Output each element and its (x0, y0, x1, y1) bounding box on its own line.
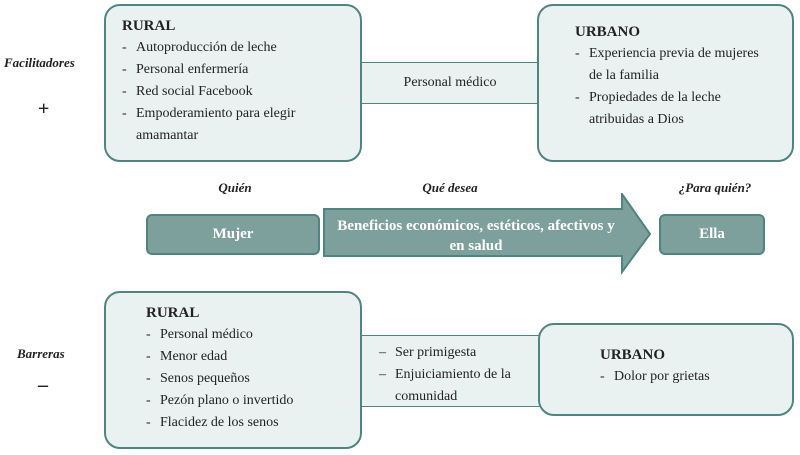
who-text: Mujer (212, 226, 254, 242)
facilitators-rural-box: RURAL Autoproducción de leche Personal e… (104, 4, 362, 162)
list-item: Personal médico (146, 324, 350, 346)
facilitators-rural-list: Autoproducción de leche Personal enferme… (122, 37, 350, 147)
list-item: Propiedades de la leche atribuidas a Dio… (575, 87, 772, 131)
who-heading: Quién (218, 180, 252, 195)
benefits-text: Beneficios económicos, estéticos, afecti… (337, 218, 615, 254)
barriers-rural-box: RURAL Personal médico Menor edad Senos p… (104, 291, 362, 449)
who-box: Mujer (146, 214, 320, 255)
facilitators-urban-box: URBANO Experiencia previa de mujeres de … (537, 4, 794, 162)
facilitators-urban-list: Experiencia previa de mujeres de la fami… (575, 43, 772, 131)
barriers-shared-list: Ser primigesta Enjuiciamiento de la comu… (379, 342, 543, 408)
list-item: Personal enfermería (122, 59, 350, 81)
list-item: Experiencia previa de mujeres de la fami… (575, 43, 772, 87)
barriers-urban-title: URBANO (600, 347, 666, 363)
facilitators-shared-connector: Personal médico (358, 62, 542, 104)
list-item: Empoderamiento para elegir amamantar (122, 103, 350, 147)
facilitators-rural-title: RURAL (122, 18, 176, 34)
for-whom-text: Ella (699, 226, 725, 242)
benefits-arrow (323, 193, 652, 275)
list-item: Autoproducción de leche (122, 37, 350, 59)
list-item: Flacidez de los senos (146, 412, 350, 434)
list-item: Menor edad (146, 346, 350, 368)
list-item: Senos pequeños (146, 368, 350, 390)
list-item: Red social Facebook (122, 81, 350, 103)
for-whom-heading: ¿Para quién? (678, 180, 752, 195)
barriers-label: Barreras (17, 346, 65, 361)
barriers-rural-title: RURAL (146, 305, 200, 321)
facilitators-label: Facilitadores (4, 55, 75, 70)
barriers-shared-connector: Ser primigesta Enjuiciamiento de la comu… (358, 335, 544, 407)
barriers-urban-list: Dolor por grietas (600, 366, 782, 388)
list-item: Pezón plano o invertido (146, 390, 350, 412)
facilitators-urban-title: URBANO (575, 24, 641, 40)
list-item: Dolor por grietas (600, 366, 782, 388)
list-item: Ser primigesta (379, 342, 543, 364)
for-whom-box: Ella (659, 214, 765, 255)
benefits-arrow-shape (323, 193, 652, 275)
plus-sign: + (38, 98, 50, 120)
facilitators-shared-text: Personal médico (403, 75, 497, 90)
barriers-rural-list: Personal médico Menor edad Senos pequeño… (146, 324, 350, 434)
minus-sign: – (38, 374, 48, 396)
what-heading: Qué desea (422, 180, 478, 195)
barriers-urban-box: URBANO Dolor por grietas (538, 323, 794, 416)
list-item: Enjuiciamiento de la comunidad (379, 364, 543, 408)
